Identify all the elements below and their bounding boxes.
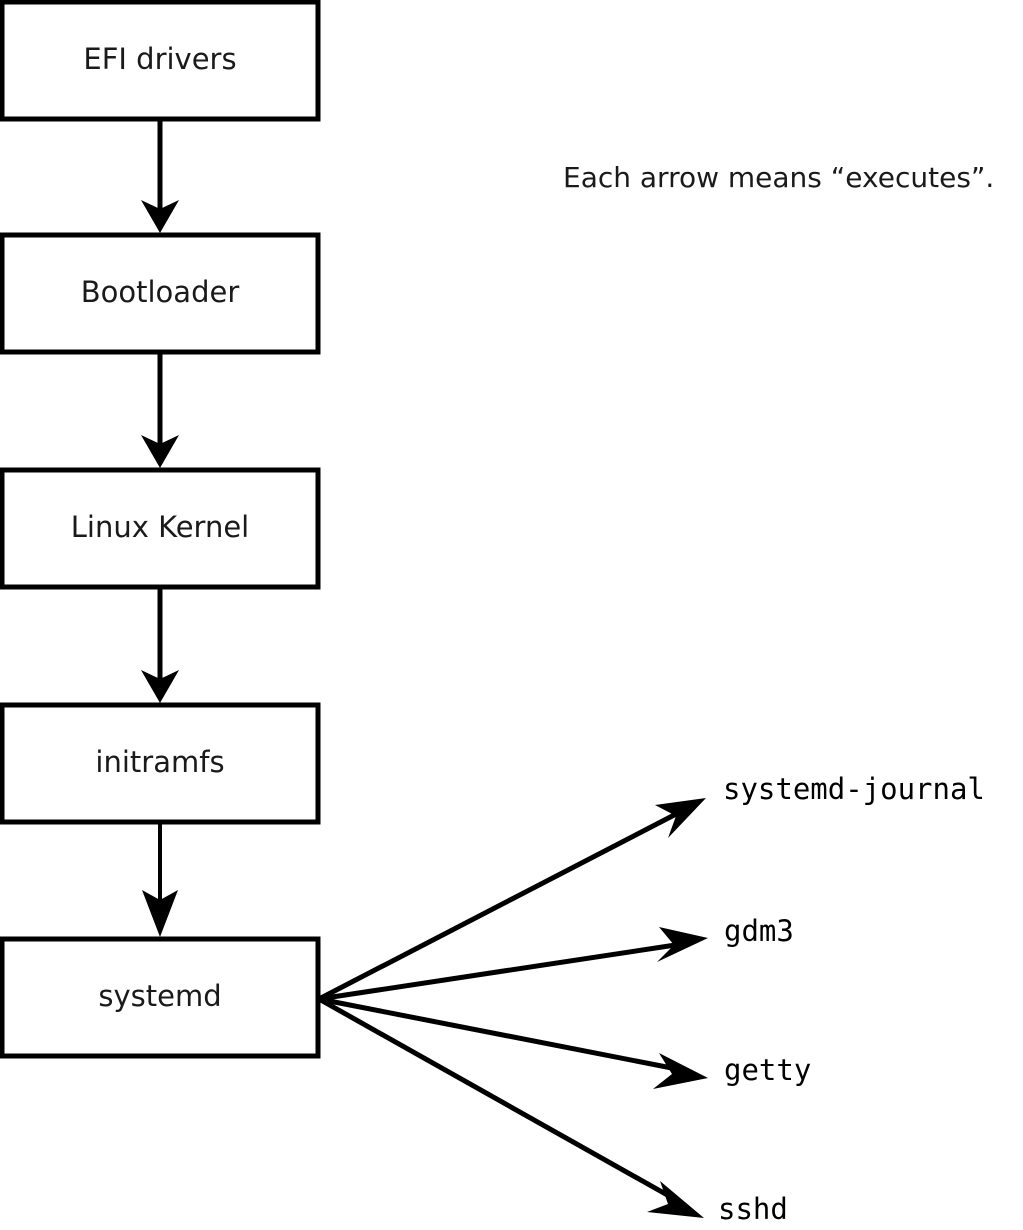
fanout-arrow-sshd xyxy=(317,996,704,1218)
arrowhead-icon xyxy=(655,798,706,838)
arrowhead-down-icon xyxy=(141,200,179,233)
fanout-arrow-getty xyxy=(318,996,708,1089)
box-efi-drivers[interactable]: EFI drivers xyxy=(0,0,321,122)
arrowhead-down-icon xyxy=(142,890,178,937)
fanout-arrow-gdm3 xyxy=(318,927,708,1002)
box-label-initramfs: initramfs xyxy=(95,745,224,779)
service-label-gdm3: gdm3 xyxy=(724,914,794,948)
arrowhead-icon xyxy=(653,1053,708,1089)
service-label-systemd-journal: systemd-journal xyxy=(723,772,985,806)
box-label-systemd: systemd xyxy=(98,979,221,1013)
arrowhead-down-icon xyxy=(141,670,179,703)
arrowhead-down-icon xyxy=(141,435,179,468)
service-label-getty: getty xyxy=(724,1053,811,1087)
box-label-bootloader: Bootloader xyxy=(81,275,240,309)
box-systemd[interactable]: systemd xyxy=(0,936,321,1059)
chain-arrow-bootloader-to-kernel xyxy=(141,352,179,468)
box-label-linux-kernel: Linux Kernel xyxy=(71,510,249,544)
box-label-efi-drivers: EFI drivers xyxy=(83,42,236,76)
box-linux-kernel[interactable]: Linux Kernel xyxy=(0,467,321,590)
service-label-sshd: sshd xyxy=(718,1192,788,1226)
arrowhead-icon xyxy=(647,1181,704,1218)
legend-caption: Each arrow means “executes”. xyxy=(563,161,994,194)
chain-arrow-kernel-to-initramfs xyxy=(141,587,179,703)
chain-arrow-efi-to-bootloader xyxy=(141,119,179,233)
arrowhead-icon xyxy=(657,927,708,962)
chain-arrow-initramfs-to-systemd xyxy=(142,822,178,937)
box-initramfs[interactable]: initramfs xyxy=(0,702,321,825)
fanout-arrow-systemd-journal xyxy=(317,798,706,1002)
box-bootloader[interactable]: Bootloader xyxy=(0,232,321,355)
